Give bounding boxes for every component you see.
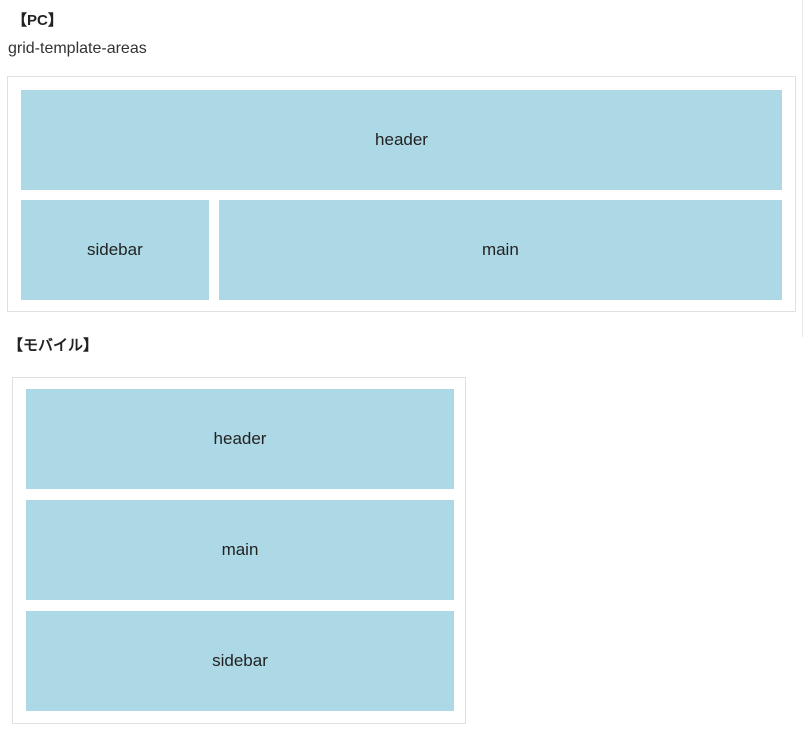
section-title-pc: 【PC】 xyxy=(12,12,63,29)
section-title-mobile: 【モバイル】 xyxy=(8,337,99,354)
caption-grid-template-areas: grid-template-areas xyxy=(8,40,147,57)
cropped-adjacent-panel-edge xyxy=(802,0,803,337)
mobile-grid-area-sidebar: sidebar xyxy=(26,611,454,711)
pc-grid-area-sidebar: sidebar xyxy=(21,200,209,300)
pc-grid-area-main: main xyxy=(218,200,782,300)
pc-layout-panel: header sidebar main xyxy=(7,76,796,312)
pc-grid-area-header: header xyxy=(21,90,782,190)
mobile-grid-area-main: main xyxy=(26,500,454,600)
mobile-layout-panel: header main sidebar xyxy=(12,377,466,724)
mobile-grid-area-header: header xyxy=(26,389,454,489)
article-page: 【PC】 grid-template-areas header sidebar … xyxy=(7,12,796,724)
